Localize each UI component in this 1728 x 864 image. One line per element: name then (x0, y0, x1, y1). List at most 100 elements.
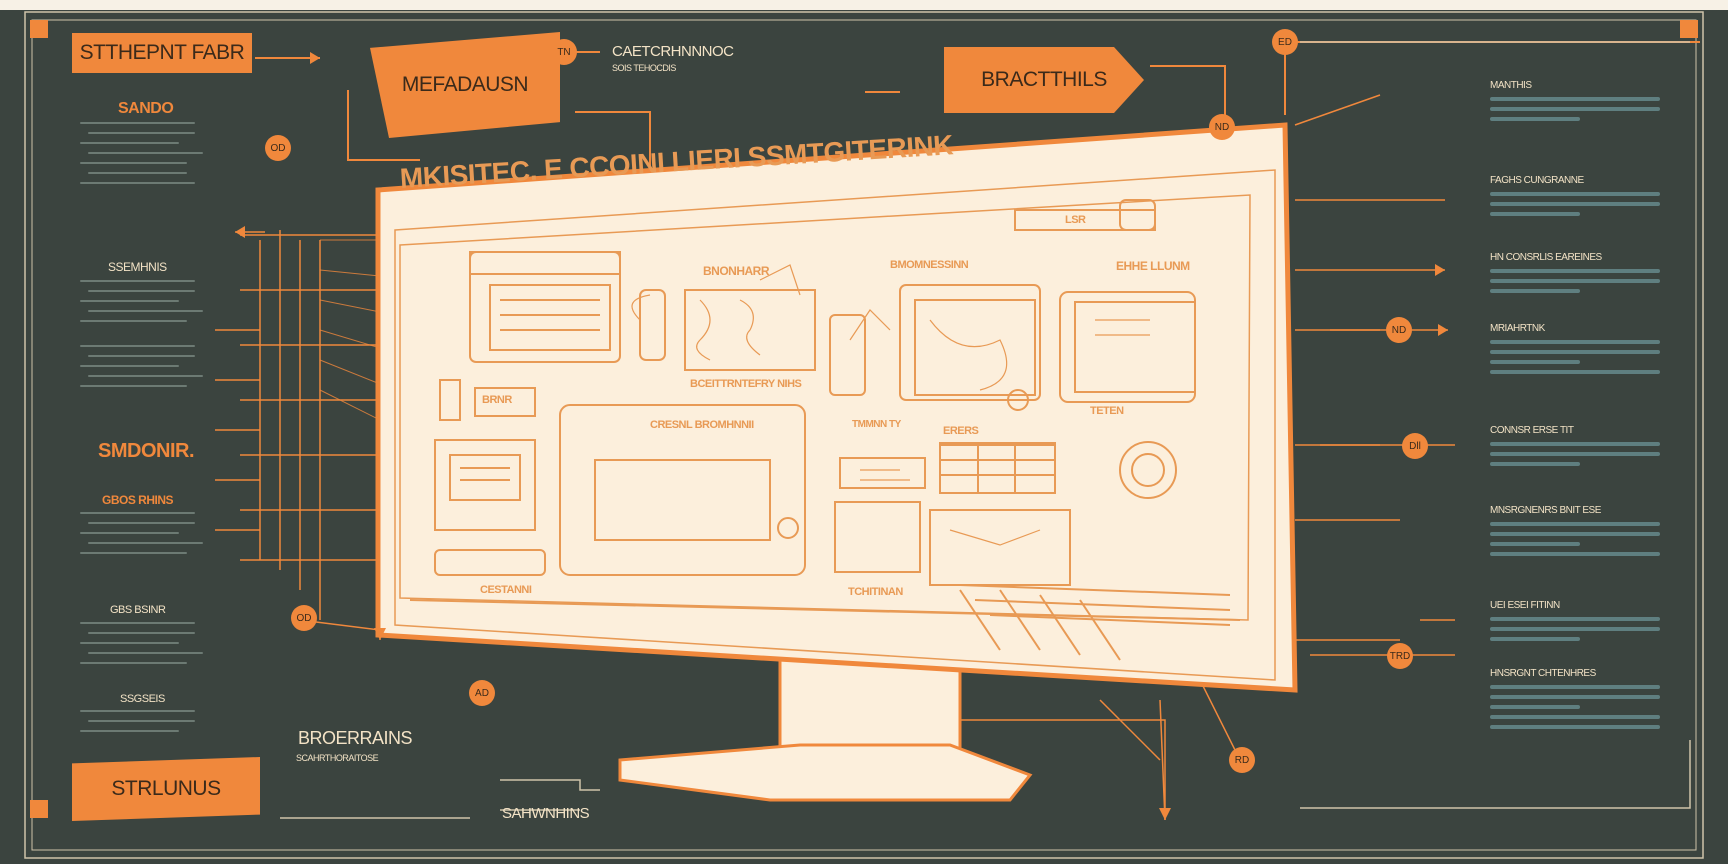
left-text-line (80, 182, 195, 184)
right-list-heading: HNSRGNT CHTENHRES (1490, 668, 1596, 679)
screen-label-panel-b: BMOMNESSINN (890, 259, 969, 271)
right-list-heading: UEI ESEI FITINN (1490, 600, 1560, 611)
left-text-line (80, 622, 195, 624)
left-text-line (80, 122, 195, 124)
corner-mark-tl (30, 20, 48, 38)
left-text-line (88, 310, 203, 312)
right-list-line (1490, 617, 1660, 621)
right-list-item: MRIAHRTNK (1490, 323, 1660, 374)
left-text-line (80, 320, 187, 322)
screen-caption-c: TMMNN TY (852, 419, 901, 430)
callout-bubble: ED (1272, 29, 1298, 55)
left-text-line (80, 385, 187, 387)
left-text-line (80, 162, 187, 164)
tag-bottom-left: STRLUNUS (72, 757, 260, 821)
annotation-left-5: GBS BSINR (110, 604, 166, 616)
right-list-line (1490, 117, 1580, 121)
left-text-line (80, 730, 179, 732)
annotation-bottom-center: SAHWNHINS (502, 805, 590, 822)
callout-bubble: ND (1209, 114, 1235, 140)
left-text-line (80, 345, 195, 347)
right-list-line (1490, 725, 1660, 729)
right-list-line (1490, 522, 1660, 526)
right-guide-lines (280, 41, 1691, 819)
left-text-line (88, 652, 203, 654)
right-list-heading: MANTHIS (1490, 80, 1532, 91)
right-list-line (1490, 360, 1580, 364)
callout-bubble: ND (1386, 317, 1412, 343)
right-list-item: MANTHIS (1490, 80, 1660, 121)
right-list-item: HN CONSRLIS EAREINES (1490, 252, 1660, 293)
annotation-top-center-sub: SOIS TEHOCDIS (612, 63, 676, 73)
screen-panels (409, 199, 1241, 661)
corner-mark-tr (1680, 20, 1698, 38)
left-text-line (80, 280, 195, 282)
corner-mark-bl (30, 800, 48, 818)
right-list-item: HNSRGNT CHTENHRES (1490, 668, 1660, 729)
right-list-item: UEI ESEI FITINN (1490, 600, 1660, 641)
annotation-bottom-left-title: BROERRAINS (298, 728, 413, 748)
callout-bubble: AD (469, 680, 495, 706)
right-list-line (1490, 552, 1660, 556)
annotation-bottom-left-sub: SCAHRTHORAITOSE (296, 753, 379, 763)
right-list-line (1490, 542, 1580, 546)
screen-caption-a: BCEITTRNTEFRY NIHS (690, 378, 802, 390)
left-text-line (80, 552, 187, 554)
right-list-line (1490, 637, 1580, 641)
right-list-line (1490, 685, 1660, 689)
annotation-left-2: SSEMHNIS (108, 260, 167, 274)
left-text-line (88, 542, 203, 544)
right-list-item: CONNSR ERSE TIT (1490, 425, 1660, 466)
left-text-line (88, 355, 195, 357)
outer-frame (24, 11, 1704, 859)
right-list-line (1490, 452, 1660, 456)
screen-label-panel-c: EHHE LLUNM (1116, 259, 1190, 273)
left-text-line (80, 512, 195, 514)
monitor-stand (618, 658, 1033, 802)
callout-bubble: Dll (1402, 433, 1428, 459)
callout-bubble: TN (551, 39, 577, 65)
screen-header-button: LSR (1065, 214, 1086, 226)
right-list-line (1490, 202, 1660, 206)
left-text-line (80, 642, 179, 644)
annotation-left-6: SSGSEIS (120, 693, 165, 705)
right-list-line (1490, 350, 1660, 354)
tag-top-left: STTHEPNT FABR (72, 33, 252, 73)
tag-top-right: BRACTTHILS (944, 47, 1144, 113)
right-list-heading: MNSRGNENRS BNIT ESE (1490, 505, 1601, 516)
right-list-line (1490, 269, 1660, 273)
right-list-line (1490, 212, 1580, 216)
left-text-line (88, 720, 195, 722)
screen-caption-g: TCHITINAN (848, 586, 903, 598)
left-text-line (88, 290, 195, 292)
callout-bubble: RD (1229, 747, 1255, 773)
right-list-line (1490, 279, 1660, 283)
annotation-left-1: SANDO (118, 100, 174, 117)
annotation-left-4: GBOS RHINS (102, 493, 174, 507)
right-list-heading: HN CONSRLIS EAREINES (1490, 252, 1602, 263)
left-fan-lines (215, 230, 381, 640)
left-text-line (80, 710, 195, 712)
right-list-heading: CONNSR ERSE TIT (1490, 425, 1574, 436)
right-list-item: MNSRGNENRS BNIT ESE (1490, 505, 1660, 556)
right-list-line (1490, 695, 1660, 699)
left-text-line (88, 172, 187, 174)
tag-top-center: MEFADAUSN (370, 32, 560, 138)
left-text-line (80, 300, 179, 302)
right-list-line (1490, 97, 1660, 101)
callout-bubble: OD (265, 135, 291, 161)
right-list-line (1490, 705, 1580, 709)
right-list-line (1490, 370, 1660, 374)
annotation-left-3: SMDONIR. (98, 440, 195, 462)
screen-caption-b: CRESNL BROMHNNII (650, 419, 754, 431)
right-wires (820, 94, 1455, 821)
left-text-line (80, 532, 179, 534)
right-list-line (1490, 340, 1660, 344)
left-text-line (88, 522, 195, 524)
left-text-line (88, 375, 203, 377)
screen-label-panel-a: BNONHARR (703, 264, 770, 278)
screen-caption-f: CESTANNI (480, 584, 532, 596)
screen-small-box-label: BRNR (482, 394, 512, 406)
